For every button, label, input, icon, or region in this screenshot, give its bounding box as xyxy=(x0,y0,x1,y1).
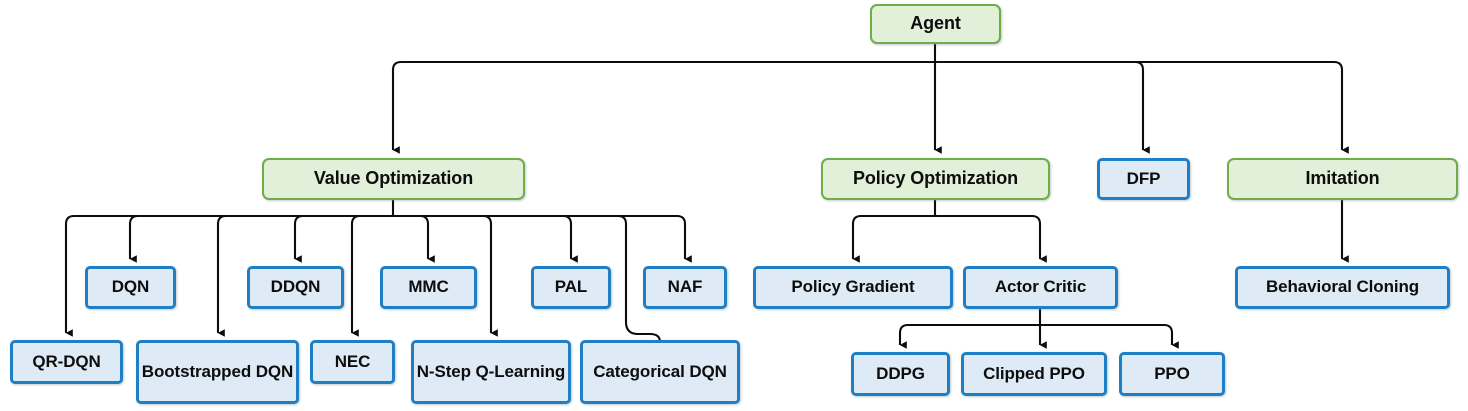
edge-policy-policy-gradient xyxy=(851,214,935,263)
edge-agent-imitation xyxy=(935,60,1349,154)
node-ppo[interactable]: PPO xyxy=(1119,352,1225,396)
node-qr-dqn[interactable]: QR-DQN xyxy=(10,340,123,384)
node-agent[interactable]: Agent xyxy=(870,4,1001,44)
edge-policy-actor-critic xyxy=(935,214,1047,263)
node-value-optimization[interactable]: Value Optimization xyxy=(262,158,525,200)
edge-agent-dfp xyxy=(935,60,1150,154)
edge-agent-value-optimization xyxy=(391,60,935,154)
node-behavioral-cloning[interactable]: Behavioral Cloning xyxy=(1235,266,1450,309)
node-naf[interactable]: NAF xyxy=(643,266,727,309)
edge-value-naf xyxy=(393,214,692,263)
node-ddpg[interactable]: DDPG xyxy=(851,352,950,396)
node-imitation[interactable]: Imitation xyxy=(1227,158,1458,200)
node-categorical-dqn[interactable]: Categorical DQN xyxy=(580,340,740,404)
node-bootstrapped-dqn[interactable]: Bootstrapped DQN xyxy=(136,340,299,404)
edge-value-dqn xyxy=(128,214,393,263)
node-ddqn[interactable]: DDQN xyxy=(247,266,344,309)
node-pal[interactable]: PAL xyxy=(531,266,611,309)
edge-actor-critic-ddpg xyxy=(898,323,1040,349)
node-mmc[interactable]: MMC xyxy=(380,266,477,309)
node-actor-critic[interactable]: Actor Critic xyxy=(963,266,1118,309)
node-policy-optimization[interactable]: Policy Optimization xyxy=(821,158,1050,200)
node-policy-gradient[interactable]: Policy Gradient xyxy=(753,266,953,309)
node-clipped-ppo[interactable]: Clipped PPO xyxy=(961,352,1107,396)
node-dfp[interactable]: DFP xyxy=(1097,158,1190,200)
edge-value-ddqn xyxy=(293,214,393,263)
edge-value-pal xyxy=(393,214,578,263)
node-nec[interactable]: NEC xyxy=(310,340,395,384)
node-n-step-q-learning[interactable]: N-Step Q-Learning xyxy=(411,340,571,404)
node-dqn[interactable]: DQN xyxy=(85,266,176,309)
edge-actor-critic-ppo xyxy=(1040,323,1179,349)
edge-value-mmc xyxy=(393,214,435,263)
